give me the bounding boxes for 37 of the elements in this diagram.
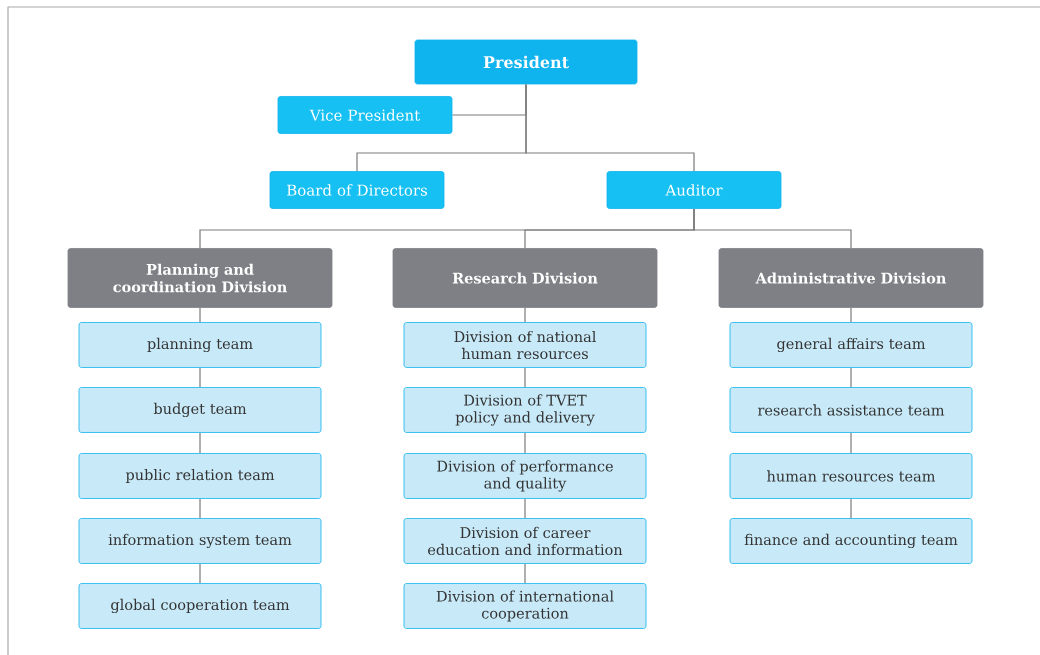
- division-box: Administrative Division: [718, 248, 984, 308]
- connector-line: [524, 307, 526, 323]
- connector-line: [524, 432, 526, 454]
- team-box: planning team: [78, 322, 322, 368]
- connector-line: [199, 367, 201, 388]
- connector-line: [850, 432, 852, 454]
- team-box: Division of national human resources: [403, 322, 647, 368]
- team-box: global cooperation team: [78, 583, 322, 629]
- connector-line: [199, 563, 201, 584]
- team-box: budget team: [78, 387, 322, 433]
- team-box: human resources team: [729, 453, 973, 499]
- connector-line: [850, 307, 852, 323]
- team-box: Division of international cooperation: [403, 583, 647, 629]
- connector-line: [850, 367, 852, 388]
- connector-line: [199, 307, 201, 323]
- team-box: Division of career education and information: [403, 518, 647, 564]
- team-box: general affairs team: [729, 322, 973, 368]
- team-box: Division of performance and quality: [403, 453, 647, 499]
- connector-line: [524, 498, 526, 519]
- team-box: finance and accounting team: [729, 518, 973, 564]
- division-box: Planning and coordination Division: [67, 248, 333, 308]
- connector-line: [525, 83, 695, 172]
- position-box: Board of Directors: [269, 171, 445, 209]
- title-box: President: [414, 39, 638, 85]
- team-box: information system team: [78, 518, 322, 564]
- connector-line: [693, 208, 852, 249]
- connector-line: [199, 498, 201, 519]
- connector-line: [524, 563, 526, 584]
- team-box: Division of TVET policy and delivery: [403, 387, 647, 433]
- division-box: Research Division: [392, 248, 658, 308]
- team-box: research assistance team: [729, 387, 973, 433]
- position-box: Auditor: [606, 171, 782, 209]
- position-box: Vice President: [277, 96, 453, 134]
- connector-line: [524, 367, 526, 388]
- connector-line: [850, 498, 852, 519]
- connector-line: [199, 432, 201, 454]
- team-box: public relation team: [78, 453, 322, 499]
